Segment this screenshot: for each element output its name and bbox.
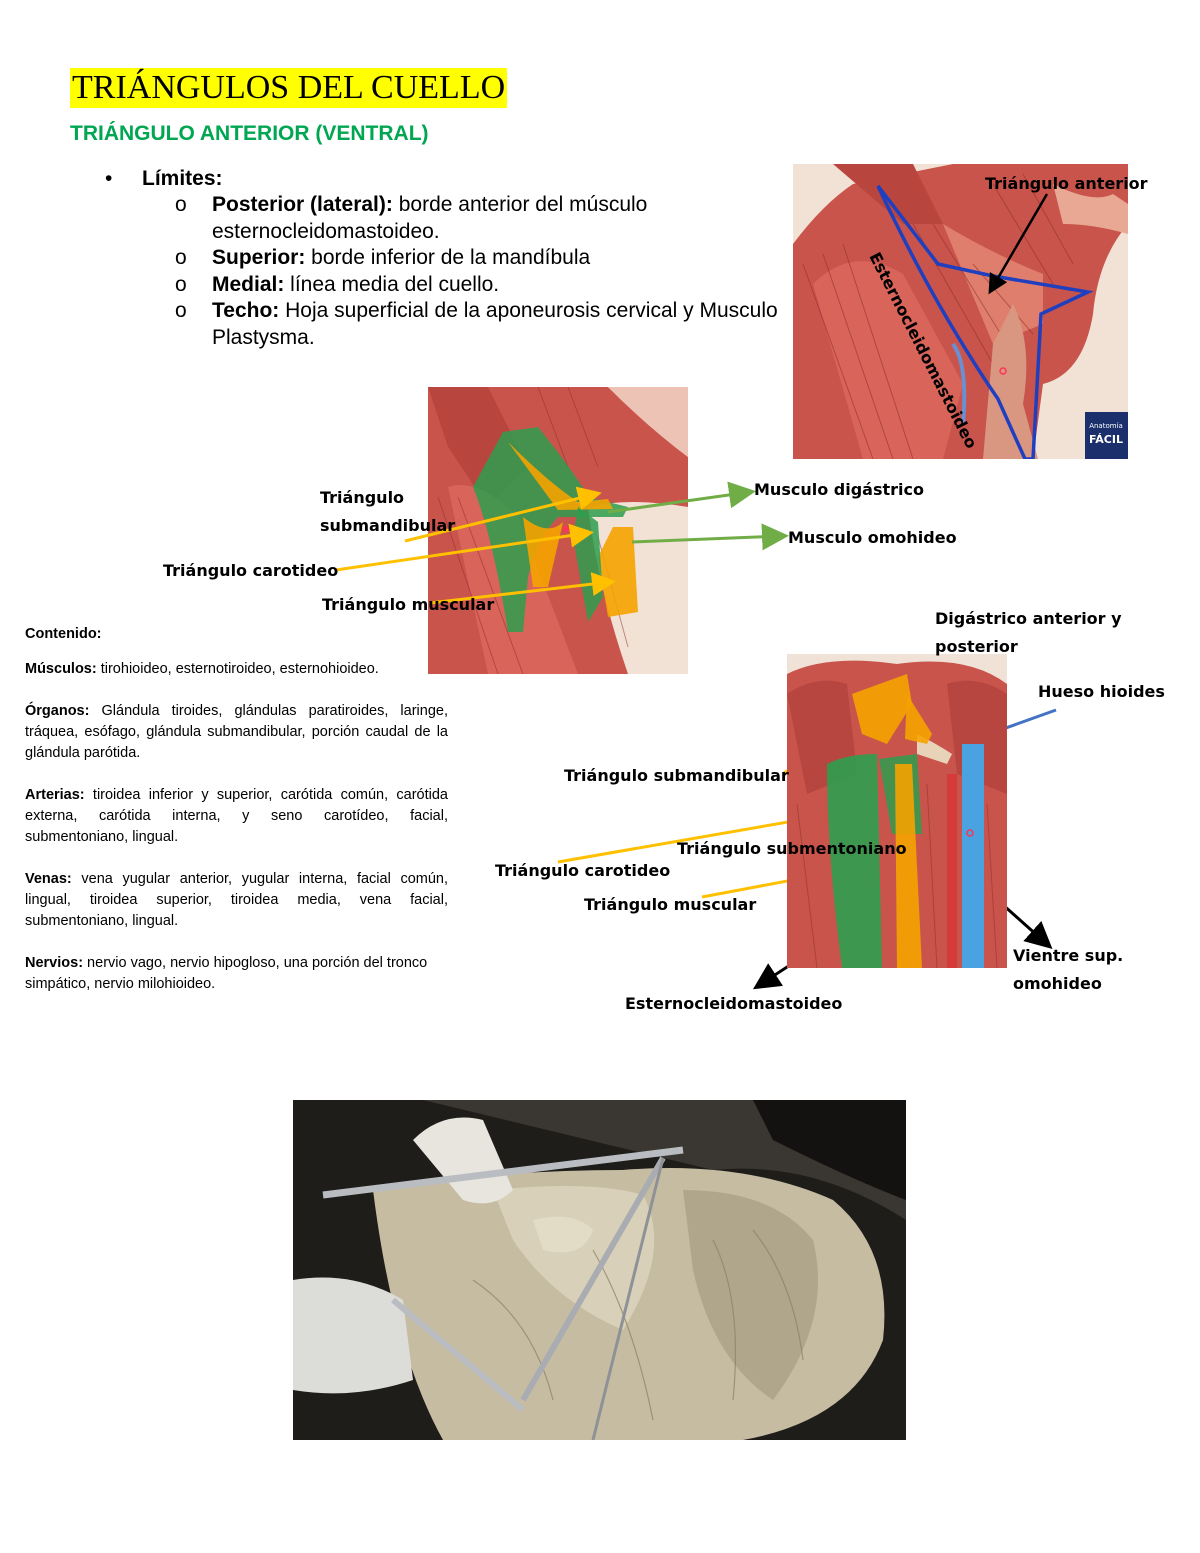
list-marker-icon: o (175, 193, 187, 216)
watermark-bottom: FÁCIL (1089, 433, 1123, 446)
limit-term: Superior: (212, 246, 306, 269)
neck-triangles-illustration (428, 387, 688, 674)
content-term: Músculos: (25, 661, 97, 677)
label-triangulo-carotideo-2: Triángulo carotideo (495, 861, 671, 880)
label-triangulo-muscular-2: Triángulo muscular (584, 895, 757, 914)
label-musculo-digastrico: Musculo digástrico (754, 480, 924, 499)
limits-heading: Límites: (142, 167, 223, 190)
limit-text: borde anterior del músculo esternocleido… (212, 193, 648, 243)
label-digastrico-2: posterior (935, 637, 1018, 656)
content-term: Arterias: (25, 787, 85, 803)
bullet-icon: • (105, 167, 113, 190)
neck-lateral-illustration: Anatomía FÁCIL (793, 164, 1128, 459)
content-nervios: Nervios: nervio vago, nervio hipogloso, … (25, 953, 448, 995)
limit-term: Techo: (212, 299, 280, 322)
list-marker-icon: o (175, 272, 187, 296)
limit-text: borde inferior de la mandíbula (305, 246, 591, 269)
page-title: TRIÁNGULOS DEL CUELLO (70, 68, 508, 108)
limit-item-superior: o Superior: borde inferior de la mandíbul… (175, 245, 795, 272)
dissection-photo (293, 1100, 906, 1440)
content-musculos: Músculos: tirohioideo, esternotiroideo, … (25, 659, 448, 680)
label-vientre-2: omohideo (1013, 974, 1102, 993)
content-venas: Venas: vena yugular anterior, yugular in… (25, 869, 448, 932)
limit-term: Medial: (212, 272, 285, 296)
label-esternocleidomastoideo-bottom: Esternocleidomastoideo (625, 994, 843, 1013)
limit-item-medial: o Medial: línea media del cuello. (175, 272, 795, 299)
content-text: tiroidea inferior y superior, carótida c… (25, 787, 448, 845)
label-vientre-1: Vientre sup. (1013, 946, 1124, 965)
label-triangulo-submandibular-1: Triángulo (320, 488, 405, 507)
list-marker-icon: o (175, 246, 187, 269)
limit-term: Posterior (lateral): (212, 193, 393, 216)
dissection-photo-illustration (293, 1100, 906, 1440)
section-subtitle: TRIÁNGULO ANTERIOR (VENTRAL) (70, 122, 429, 145)
limit-text: línea media del cuello. (284, 272, 500, 296)
content-heading: Contenido: (25, 626, 102, 642)
label-esternocleidomastoideo-vertical: Esternocleidomastoideo (865, 249, 981, 451)
limit-text: Hoja superficial de la aponeurosis cervi… (212, 299, 778, 349)
label-triangulo-submandibular: Triángulo submandibular (564, 766, 789, 785)
limit-item-techo: o Techo: Hoja superficial de la aponeuros… (175, 298, 795, 351)
content-text: tirohioideo, esternotiroideo, esternohio… (96, 661, 379, 677)
content-text: nervio vago, nervio hipogloso, una porci… (25, 955, 428, 992)
figure-triangles-lateral (428, 387, 688, 674)
limit-item-posterior: o Posterior (lateral): borde anterior del… (175, 192, 795, 245)
content-term: Venas: (25, 871, 72, 887)
neck-anterior-illustration (787, 654, 1007, 968)
label-triangulo-submentoniano: Triángulo submentoniano (677, 839, 907, 858)
watermark-top: Anatomía (1089, 422, 1123, 430)
content-section: Contenido: Músculos: tirohioideo, estern… (25, 624, 448, 995)
label-triangulo-muscular: Triángulo muscular (322, 595, 495, 614)
label-triangulo-anterior: Triángulo anterior (985, 174, 1148, 193)
label-musculo-omohideo: Musculo omohideo (788, 528, 957, 547)
figure-anterior-triangle: Anatomía FÁCIL (793, 164, 1128, 459)
content-organos: Órganos: Glándula tiroides, glándulas pa… (25, 701, 448, 764)
label-triangulo-carotideo: Triángulo carotideo (163, 561, 339, 580)
content-text: Glándula tiroides, glándulas paratiroide… (25, 703, 448, 761)
content-term: Nervios: (25, 955, 84, 971)
figure1-annotations: Triángulo anterior Esternocleidomastoide… (865, 174, 1148, 452)
list-marker-icon: o (175, 299, 187, 322)
figure-anterior-neck (787, 654, 1007, 968)
content-term: Órganos: (25, 703, 90, 719)
label-triangulo-submandibular-2: submandibular (320, 516, 456, 535)
label-digastrico-1: Digástrico anterior y (935, 609, 1122, 628)
label-hueso-hioides: Hueso hioides (1038, 682, 1165, 701)
content-text: vena yugular anterior, yugular interna, … (25, 871, 448, 929)
content-arterias: Arterias: tiroidea inferior y superior, … (25, 785, 448, 848)
